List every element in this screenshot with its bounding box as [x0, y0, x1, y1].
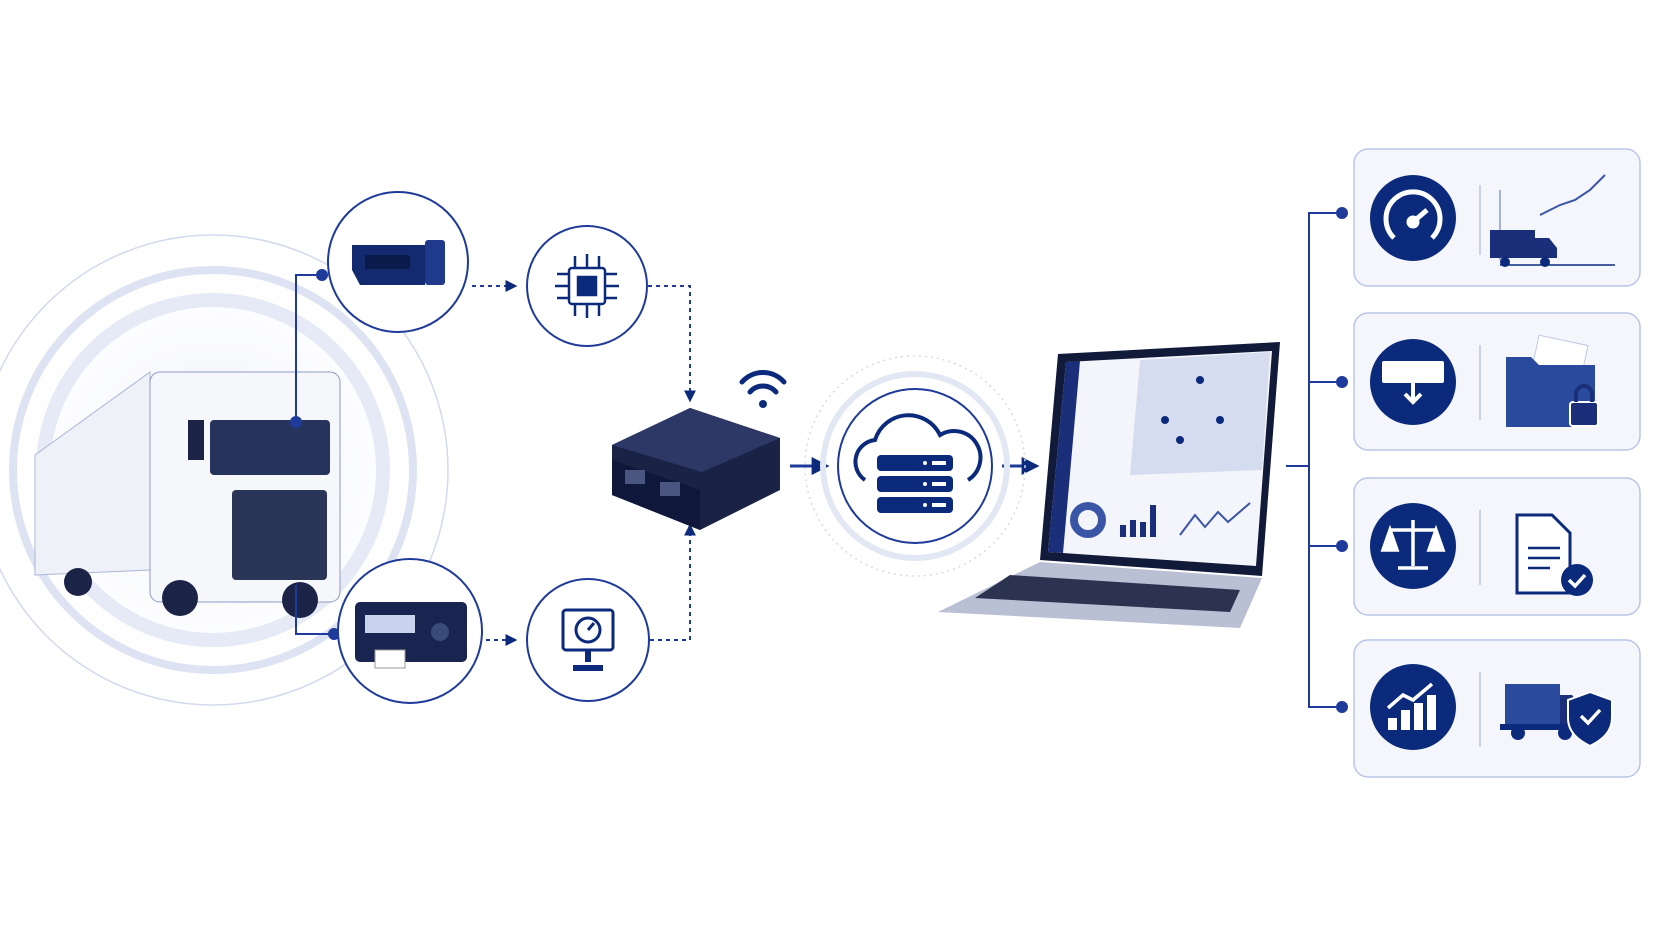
approved-document-icon [1515, 513, 1593, 596]
locked-folder-icon [1506, 334, 1599, 427]
output-card-performance[interactable] [1353, 148, 1641, 287]
cloud-server-node[interactable] [804, 355, 1026, 577]
speed-monitor-icon [561, 608, 615, 671]
connectors [290, 207, 1348, 713]
cloud-server-icon [853, 413, 983, 513]
tachograph-icon [355, 602, 467, 669]
tachograph-node[interactable] [337, 558, 483, 704]
growth-chart-icon [1386, 682, 1436, 730]
output-card-efficiency[interactable] [1353, 639, 1641, 778]
data-download-icon [1382, 361, 1444, 405]
output-card-data-download[interactable] [1353, 312, 1641, 451]
microchip-node[interactable] [526, 225, 648, 347]
truck-image [34, 371, 341, 618]
output-cards [1353, 148, 1641, 778]
legal-scales-icon [1380, 520, 1446, 570]
microchip-icon [555, 254, 619, 318]
obd-connector-icon [352, 240, 445, 285]
obd-connector-node[interactable] [327, 191, 469, 333]
fleet-dashboard-laptop[interactable] [938, 342, 1280, 628]
speedometer-icon [1383, 189, 1443, 240]
speed-monitor-node[interactable] [526, 578, 650, 702]
telematics-gateway[interactable] [612, 370, 787, 530]
truck-shield-icon [1500, 684, 1613, 748]
truck-growth-chart-icon [1490, 174, 1615, 267]
wifi-icon [739, 370, 787, 408]
output-card-compliance[interactable] [1353, 477, 1641, 616]
